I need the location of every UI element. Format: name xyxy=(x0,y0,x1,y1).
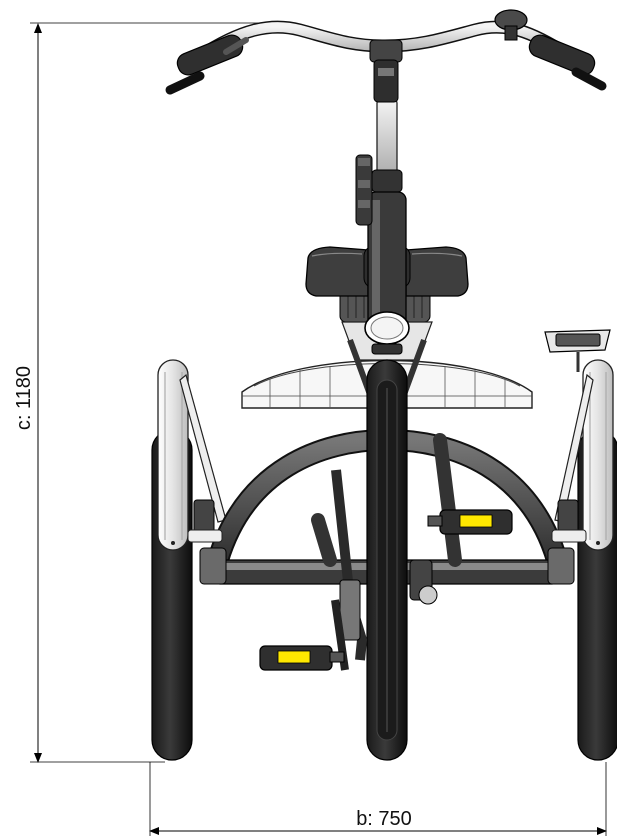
front-wheel xyxy=(366,359,408,761)
drivetrain xyxy=(311,433,462,671)
rear-light xyxy=(544,329,611,372)
right-pedal xyxy=(427,509,513,535)
fender-stays xyxy=(179,373,594,523)
height-dimension xyxy=(30,22,270,763)
handlebar xyxy=(165,9,607,103)
right-rear-wheel xyxy=(577,359,617,761)
width-dimension-label: b: 750 xyxy=(356,808,412,830)
width-dimension xyxy=(149,762,607,836)
height-dimension-label: c: 1180 xyxy=(13,366,35,430)
left-rear-wheel xyxy=(151,359,193,761)
headlight xyxy=(364,311,410,355)
left-pedal xyxy=(259,645,345,671)
